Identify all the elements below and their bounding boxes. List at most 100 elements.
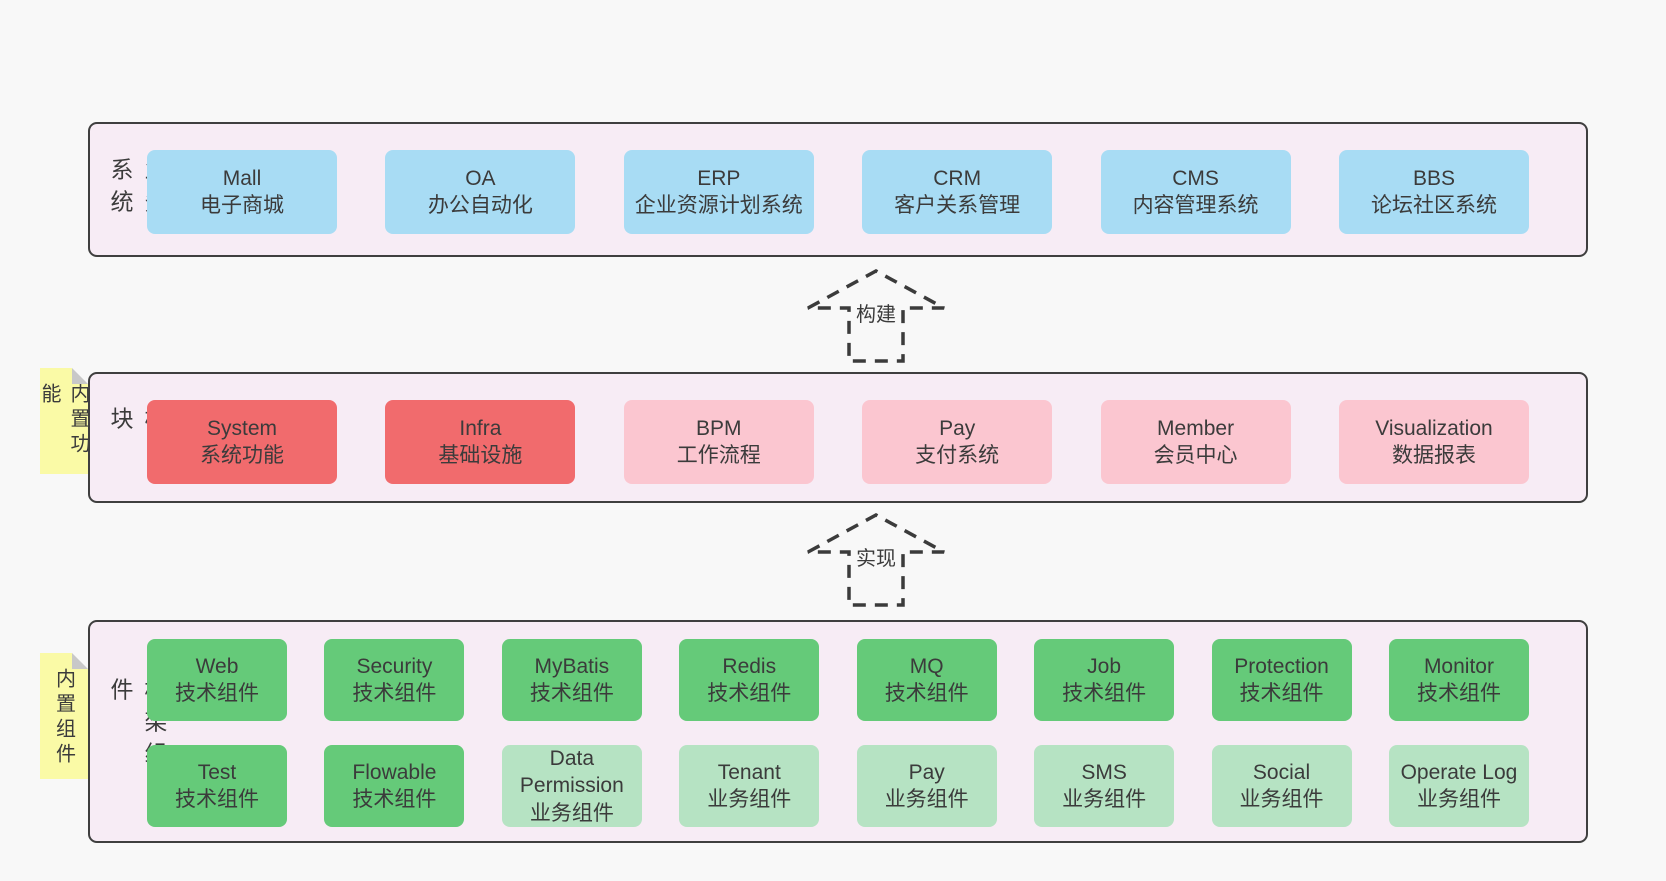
module-box-bpm: BPM 工作流程	[623, 400, 814, 484]
folded-corner-icon	[72, 653, 88, 669]
box-subtitle: 工作流程	[676, 444, 761, 467]
box-subtitle: 论坛社区系统	[1370, 194, 1497, 217]
box-subtitle: 客户关系管理	[894, 194, 1021, 217]
module-box-data-permission: Data Permission 业务组件	[501, 745, 642, 827]
box-title: ERP	[697, 166, 741, 190]
box-subtitle: 技术组件	[352, 682, 437, 705]
module-box-sms: SMS 业务组件	[1034, 745, 1175, 827]
box-subtitle: 业务组件	[707, 788, 792, 811]
module-box-visualization: Visualization 数据报表	[1338, 400, 1529, 484]
dashed-up-arrow-icon	[807, 269, 945, 363]
box-subtitle: 业务组件	[884, 788, 969, 811]
box-title: Redis	[722, 654, 777, 678]
module-box-erp: ERP 企业资源计划系统	[623, 150, 814, 234]
box-title: System	[206, 416, 277, 440]
box-title: MQ	[909, 654, 944, 678]
module-box-cms: CMS 内容管理系统	[1100, 150, 1291, 234]
box-subtitle: 技术组件	[352, 788, 437, 811]
module-box-tenant: Tenant 业务组件	[679, 745, 820, 827]
module-box-infra: Infra 基础设施	[385, 400, 576, 484]
box-subtitle: 业务组件	[1416, 788, 1501, 811]
box-title: Monitor	[1423, 654, 1494, 678]
box-title: MyBatis	[534, 654, 610, 678]
box-title: CRM	[933, 166, 982, 190]
module-box-oa: OA 办公自动化	[385, 150, 576, 234]
module-box-mq: MQ 技术组件	[856, 639, 997, 721]
box-subtitle: 技术组件	[1239, 682, 1324, 705]
box-subtitle: 技术组件	[884, 682, 969, 705]
box-subtitle: 业务组件	[1239, 788, 1324, 811]
box-row: Mall 电子商城 OA 办公自动化 ERP 企业资源计划系统 CRM 客户关系管理 CMS 内容…	[147, 150, 1529, 234]
box-subtitle: 办公自动化	[427, 194, 533, 217]
arrow-label: 实现	[853, 541, 899, 572]
module-box-member: Member 会员中心	[1100, 400, 1291, 484]
module-box-test: Test 技术组件	[147, 745, 287, 827]
box-title: Visualization	[1375, 416, 1493, 440]
module-box-pay: Pay 业务组件	[856, 745, 997, 827]
sticky-note-built-in-components: 内置组件	[40, 653, 88, 779]
folded-corner-icon	[72, 368, 88, 384]
build-arrow-icon: 构建	[806, 268, 946, 364]
module-box-mall: Mall 电子商城	[147, 150, 337, 234]
box-subtitle: 技术组件	[175, 682, 259, 705]
box-subtitle: 业务组件	[529, 801, 614, 825]
box-subtitle: 技术组件	[1416, 682, 1501, 705]
box-title: Mall	[222, 166, 262, 190]
box-title: CMS	[1172, 166, 1219, 190]
box-title: Infra	[459, 416, 502, 440]
module-box-job: Job 技术组件	[1034, 639, 1175, 721]
box-title: Tenant	[717, 760, 781, 784]
box-subtitle: 技术组件	[707, 682, 792, 705]
box-subtitle: 内容管理系统	[1132, 194, 1259, 217]
box-title: SMS	[1081, 760, 1127, 784]
box-subtitle: 技术组件	[175, 788, 259, 811]
box-title: Protection	[1234, 654, 1329, 678]
box-subtitle: 基础设施	[438, 444, 523, 467]
box-subtitle: 数据报表	[1391, 444, 1476, 467]
box-subtitle: 电子商城	[200, 194, 284, 217]
box-title: BPM	[696, 416, 742, 440]
module-box-security: Security 技术组件	[324, 639, 465, 721]
box-subtitle: 业务组件	[1062, 788, 1147, 811]
module-box-monitor: Monitor 技术组件	[1388, 639, 1529, 721]
box-subtitle: 技术组件	[1062, 682, 1147, 705]
module-box-crm: CRM 客户关系管理	[862, 150, 1053, 234]
box-subtitle: 系统功能	[200, 444, 284, 467]
box-title: Security	[356, 654, 433, 678]
module-box-redis: Redis 技术组件	[679, 639, 820, 721]
sticky-note-text: 内置组件	[52, 668, 75, 768]
dashed-up-arrow-icon	[807, 513, 945, 607]
module-box-social: Social 业务组件	[1211, 745, 1352, 827]
box-title: Pay	[939, 416, 976, 440]
box-title: Flowable	[352, 760, 437, 784]
module-box-operate-log: Operate Log 业务组件	[1388, 745, 1529, 827]
box-title: Job	[1087, 654, 1122, 678]
implement-arrow-icon: 实现	[806, 512, 946, 608]
sticky-note-text: 内置功能	[38, 383, 89, 458]
module-box-system: System 系统功能	[147, 400, 337, 484]
box-subtitle: 会员中心	[1153, 444, 1238, 467]
module-box-mybatis: MyBatis 技术组件	[501, 639, 642, 721]
sticky-note-built-in-features: 内置功能	[38, 368, 89, 474]
box-subtitle: 企业资源计划系统	[634, 194, 803, 217]
box-title: OA	[465, 166, 496, 190]
module-box-flowable: Flowable 技术组件	[324, 745, 465, 827]
box-title: Member	[1157, 416, 1235, 440]
box-title: Operate Log	[1400, 760, 1518, 784]
box-title: Test	[197, 760, 237, 784]
arrow-label: 构建	[853, 297, 899, 328]
layer-common-modules: 通用模块 System系统功能Infra基础设施BPM工作流程Pay支付系统Me…	[88, 372, 1588, 503]
box-title: Pay	[908, 760, 945, 784]
box-subtitle: 技术组件	[529, 682, 614, 705]
box-title: Social	[1252, 760, 1311, 784]
box-title: BBS	[1412, 166, 1455, 190]
module-box-protection: Protection 技术组件	[1211, 639, 1352, 721]
box-title: Data Permission	[519, 747, 624, 798]
